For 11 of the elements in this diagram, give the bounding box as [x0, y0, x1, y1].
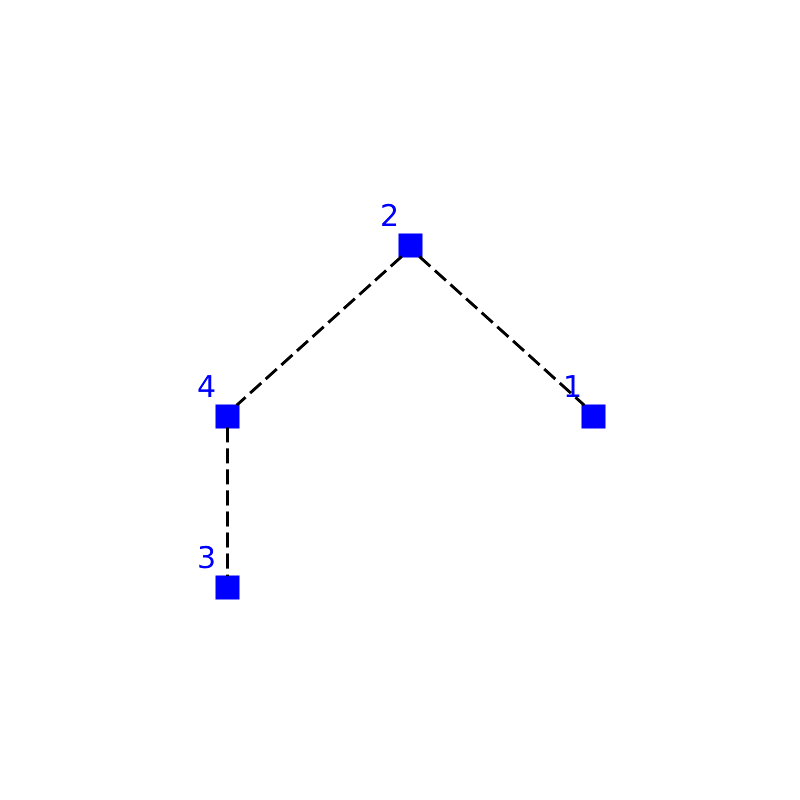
node-label: 2 [380, 199, 400, 234]
node-label: 4 [196, 370, 216, 405]
node-box [216, 576, 240, 600]
node-box [398, 234, 422, 258]
node-box [582, 404, 606, 428]
node-box [216, 404, 240, 428]
connector [236, 255, 403, 406]
node-label: 3 [196, 541, 216, 576]
connector [418, 255, 586, 406]
connector [226, 427, 229, 576]
node-label: 1 [562, 370, 582, 405]
